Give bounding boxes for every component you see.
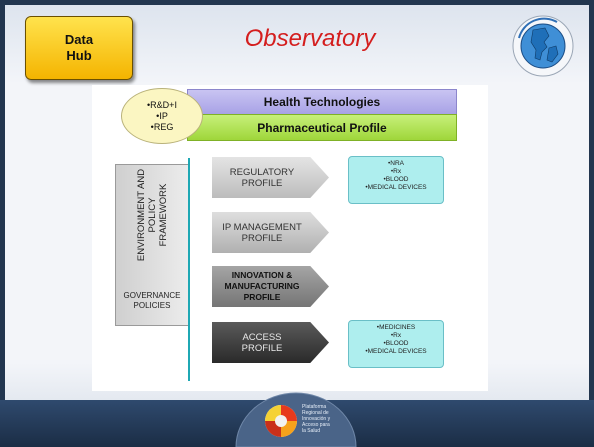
data-hub-label: Data Hub [64,32,94,63]
regulatory-note-item: •Rx [390,168,402,175]
data-hub-button[interactable]: Data Hub [25,16,133,80]
regulatory-note-item: •MEDICAL DEVICES [365,184,427,191]
regulatory-profile-label: REGULATORY PROFILE [229,166,295,189]
ellipse-item-rdi: •R&D+I [147,99,177,110]
access-note-box: •MEDICINES •Rx •BLOOD •MEDICAL DEVICES [348,320,444,368]
access-note-item: •MEDICAL DEVICES [365,348,427,355]
ellipse-item-reg: •REG [150,121,174,132]
platform-logo-text: Plataforma Regional de Innovación y Acce… [302,404,331,434]
regulatory-note-item: •BLOOD [383,176,409,183]
page-title: Observatory [244,25,376,52]
regulatory-profile-arrow: REGULATORY PROFILE [212,157,329,198]
regulatory-note-item: •NRA [388,160,404,167]
environment-policy-label: ENVIRONMENT AND POLICY FRAMEWORK [135,168,169,262]
innovation-manufacturing-profile-arrow: INNOVATION & MANUFACTURING PROFILE [212,266,329,307]
health-technologies-bar: Health Technologies [187,89,457,115]
access-note-item: •Rx [390,332,402,339]
pharmaceutical-profile-bar: Pharmaceutical Profile [187,114,457,141]
ip-management-profile-label: IP MANAGEMENT PROFILE [222,221,302,244]
governance-policies-label: GOVERNANCE POLICIES [123,291,181,310]
topic-ellipse: •R&D+I •IP •REG [121,88,203,144]
ip-management-profile-arrow: IP MANAGEMENT PROFILE [212,212,329,253]
divider-line [188,158,190,381]
platform-logo-icon [235,392,357,447]
regulatory-note-box: •NRA •Rx •BLOOD •MEDICAL DEVICES [348,156,444,204]
environment-policy-box: ENVIRONMENT AND POLICY FRAMEWORK GOVERNA… [115,164,189,326]
innovation-manufacturing-profile-label: INNOVATION & MANUFACTURING PROFILE [224,270,300,302]
access-profile-arrow: ACCESS PROFILE [212,322,329,363]
health-technologies-label: Health Technologies [263,95,381,109]
environment-policy-label-wrap: ENVIRONMENT AND POLICY FRAMEWORK [122,165,182,265]
globe-logo-icon [512,15,574,77]
pharmaceutical-profile-label: Pharmaceutical Profile [257,120,387,135]
access-note-item: •MEDICINES [376,324,416,331]
access-profile-label: ACCESS PROFILE [241,331,283,354]
access-note-item: •BLOOD [383,340,409,347]
ellipse-item-ip: •IP [156,110,168,121]
